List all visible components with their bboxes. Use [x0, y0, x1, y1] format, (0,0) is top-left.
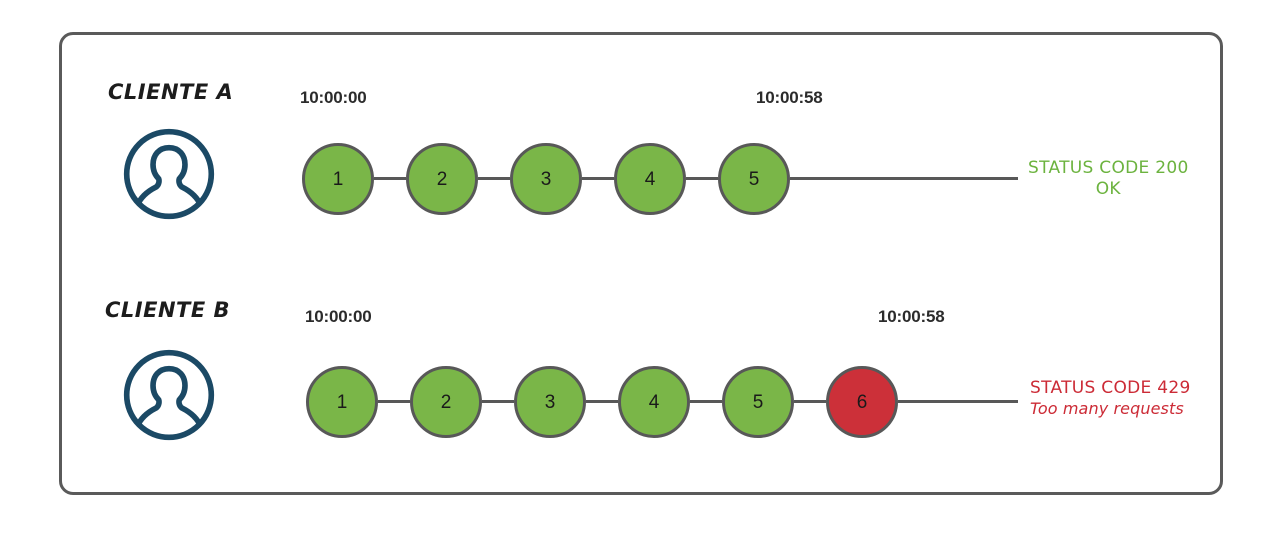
status-text-a: OK — [1095, 179, 1121, 200]
request-node[interactable]: 3 — [510, 143, 582, 215]
connector — [686, 177, 718, 180]
request-node[interactable]: 2 — [406, 143, 478, 215]
connector — [794, 400, 826, 403]
status-text-b: Too many requests — [1030, 399, 1184, 419]
request-node[interactable]: 3 — [514, 366, 586, 438]
status-badge-a: STATUS CODE 200 OK — [1028, 158, 1189, 201]
request-node[interactable]: 4 — [614, 143, 686, 215]
request-node[interactable]: 1 — [302, 143, 374, 215]
connector — [582, 177, 614, 180]
connector — [378, 400, 410, 403]
request-node[interactable]: 5 — [718, 143, 790, 215]
status-badge-b: STATUS CODE 429 Too many requests — [1030, 378, 1191, 419]
connector — [478, 177, 510, 180]
timestamp-end-b: 10:00:58 — [878, 307, 945, 326]
connector — [374, 177, 406, 180]
status-code-a: STATUS CODE 200 — [1028, 158, 1189, 178]
client-label-b: CLIENTE B — [105, 298, 231, 322]
request-node[interactable]: 5 — [722, 366, 794, 438]
request-node-blocked[interactable]: 6 — [826, 366, 898, 438]
timestamp-start-a: 10:00:00 — [300, 88, 367, 107]
chain-tail-a — [790, 177, 1018, 180]
request-chain-a: 1 2 3 4 5 — [302, 143, 1022, 215]
status-code-b: STATUS CODE 429 — [1030, 378, 1191, 398]
client-label-a: CLIENTE A — [108, 80, 234, 104]
connector — [482, 400, 514, 403]
timestamp-end-a: 10:00:58 — [756, 88, 823, 107]
chain-tail-b — [898, 400, 1018, 403]
request-node[interactable]: 4 — [618, 366, 690, 438]
user-avatar-icon — [122, 127, 216, 221]
timestamp-start-b: 10:00:00 — [305, 307, 372, 326]
user-avatar-icon — [122, 348, 216, 442]
request-chain-b: 1 2 3 4 5 6 — [306, 366, 1026, 438]
request-node[interactable]: 2 — [410, 366, 482, 438]
connector — [586, 400, 618, 403]
connector — [690, 400, 722, 403]
request-node[interactable]: 1 — [306, 366, 378, 438]
